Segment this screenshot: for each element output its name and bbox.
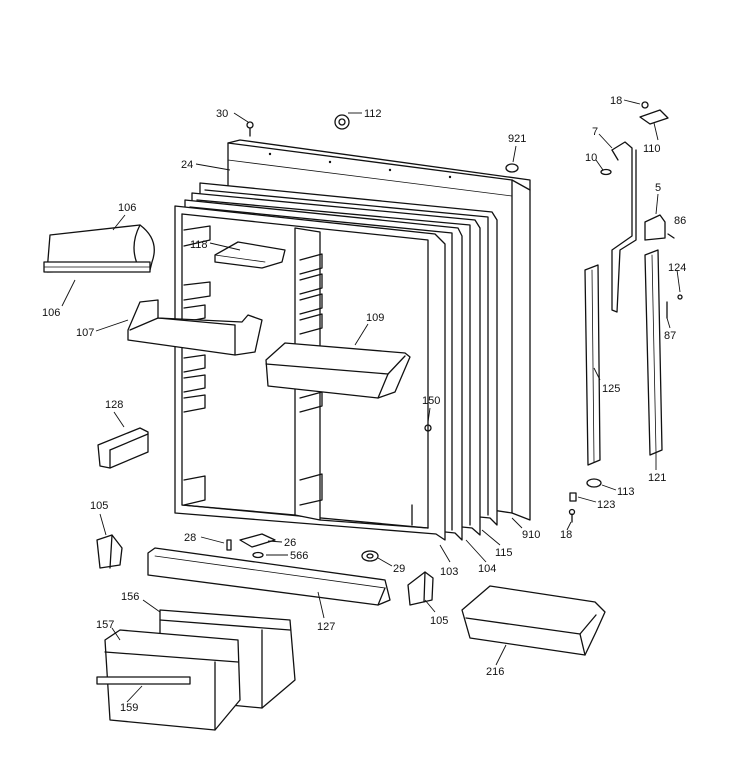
hinge-bracket-7 bbox=[611, 141, 637, 313]
callout-24: 24 bbox=[181, 159, 193, 171]
callout-107: 107 bbox=[76, 327, 94, 339]
callout-87: 87 bbox=[664, 330, 676, 342]
callout-104: 104 bbox=[478, 563, 496, 575]
hinge-bracket-5 bbox=[644, 214, 666, 241]
callout-109: 109 bbox=[366, 312, 384, 324]
nut-29 bbox=[361, 550, 379, 562]
callout-30: 30 bbox=[216, 108, 228, 120]
callout-121: 121 bbox=[648, 472, 666, 484]
callout-18-top: 18 bbox=[610, 95, 622, 107]
callout-112: 112 bbox=[364, 108, 382, 120]
screw-86 bbox=[667, 233, 675, 239]
end-cap-113 bbox=[586, 478, 602, 488]
callout-26: 26 bbox=[284, 537, 296, 549]
door-bin-109 bbox=[265, 342, 411, 399]
callout-106-top: 106 bbox=[118, 202, 136, 214]
callout-29: 29 bbox=[393, 563, 405, 575]
screw-18-top bbox=[641, 101, 649, 109]
callout-118: 118 bbox=[190, 239, 208, 251]
callout-5: 5 bbox=[655, 182, 661, 194]
callout-125: 125 bbox=[602, 383, 620, 395]
callout-86: 86 bbox=[674, 215, 686, 227]
handle-rail-125 bbox=[584, 264, 601, 466]
leader-lines bbox=[61, 99, 681, 703]
handle-rail-121 bbox=[644, 249, 663, 456]
callout-110: 110 bbox=[643, 143, 661, 155]
screw-18-bottom bbox=[568, 508, 576, 523]
pan-handle-159 bbox=[96, 676, 191, 685]
butter-compartment-106 bbox=[43, 224, 155, 273]
door-shelf-107 bbox=[127, 299, 263, 356]
callout-123: 123 bbox=[597, 499, 615, 511]
callout-127: 127 bbox=[317, 621, 335, 633]
bracket-105-left bbox=[96, 534, 123, 569]
plug-150 bbox=[424, 424, 432, 432]
callout-156: 156 bbox=[121, 591, 139, 603]
shelf-support-128 bbox=[97, 427, 149, 469]
callout-566: 566 bbox=[290, 550, 308, 562]
callout-10: 10 bbox=[585, 152, 597, 164]
callout-7: 7 bbox=[592, 126, 598, 138]
screw-124 bbox=[677, 294, 683, 300]
callout-18-bottom: 18 bbox=[560, 529, 572, 541]
screw-30 bbox=[246, 121, 254, 137]
hinge-pin-28 bbox=[226, 539, 232, 551]
callout-159: 159 bbox=[120, 702, 138, 714]
callout-28: 28 bbox=[184, 532, 196, 544]
washer-566 bbox=[252, 551, 264, 559]
door-bin-216 bbox=[461, 585, 606, 656]
callout-113: 113 bbox=[617, 486, 635, 498]
callout-103: 103 bbox=[440, 566, 458, 578]
callout-labels: 30 112 921 24 106 106 118 107 109 128 15… bbox=[42, 95, 686, 714]
hinge-cover-110 bbox=[639, 109, 669, 125]
callout-157: 157 bbox=[96, 619, 114, 631]
callout-216: 216 bbox=[486, 666, 504, 678]
callout-921: 921 bbox=[508, 133, 526, 145]
plug-921 bbox=[505, 163, 519, 173]
screw-123 bbox=[569, 492, 577, 502]
callout-115: 115 bbox=[495, 547, 513, 559]
hinge-plate-26 bbox=[239, 533, 276, 548]
callout-910: 910 bbox=[522, 529, 540, 541]
callout-150: 150 bbox=[422, 395, 440, 407]
callout-106-bottom: 106 bbox=[42, 307, 60, 319]
callout-105-left: 105 bbox=[90, 500, 108, 512]
bracket-105-right bbox=[407, 571, 434, 606]
nut-112 bbox=[334, 114, 350, 130]
shim-10 bbox=[600, 168, 612, 176]
callout-105-right: 105 bbox=[430, 615, 448, 627]
callout-128: 128 bbox=[105, 399, 123, 411]
bottom-trim-127 bbox=[147, 547, 391, 606]
callout-124: 124 bbox=[668, 262, 686, 274]
